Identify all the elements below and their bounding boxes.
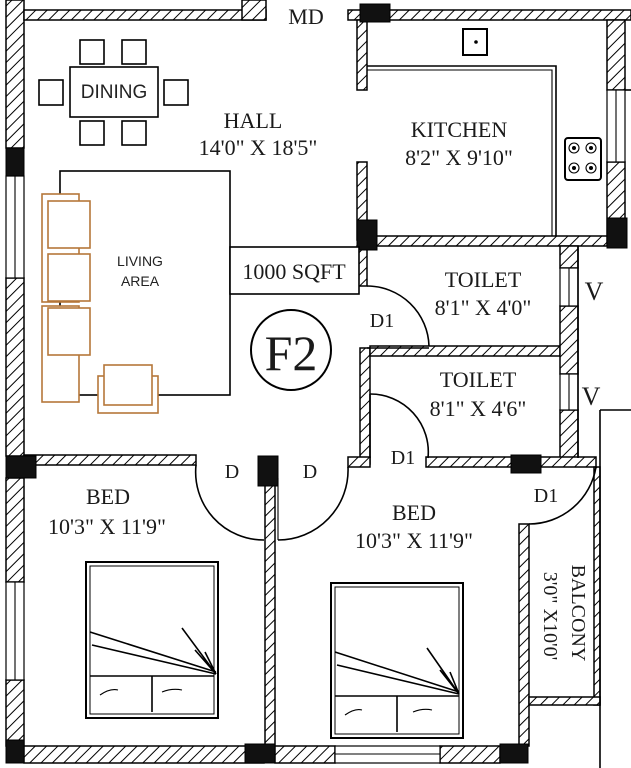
bed1-size: 10'3" X 11'9" (48, 514, 166, 539)
toilet2-name: TOILET (440, 367, 517, 392)
kitchen-fixtures (367, 28, 602, 236)
sofa-icon (41, 193, 159, 414)
balcony-size: 3'0" X10'0' (539, 572, 561, 660)
dining-label: DINING (81, 82, 148, 103)
living-area: LIVING AREA 1000 SQFT (41, 170, 360, 414)
living-label-line1: LIVING (117, 253, 163, 269)
area-label: 1000 SQFT (242, 259, 346, 284)
dining-table: DINING (38, 39, 189, 146)
balcony-name: BALCONY (567, 565, 589, 662)
living-label-line2: AREA (121, 273, 160, 289)
balcony-door-label: D1 (534, 485, 558, 507)
windows (5, 89, 631, 768)
bed2-door-label: D (303, 461, 317, 483)
toilet2-vent-label: V (582, 382, 601, 411)
room-labels: MD HALL 14'0" X 18'5" KITCHEN 8'2" X 9'1… (48, 4, 604, 661)
bed1-name: BED (86, 484, 130, 509)
toilet1-size: 8'1" X 4'0" (435, 295, 532, 320)
kitchen-size: 8'2" X 9'10" (405, 145, 513, 170)
bed2-size: 10'3" X 11'9" (355, 528, 473, 553)
main-door-label: MD (288, 4, 323, 29)
toilet1-door-label: D1 (370, 310, 394, 332)
unit-label: F2 (265, 325, 318, 381)
unit-tag: F2 (250, 309, 332, 391)
sink-icon (462, 28, 488, 56)
bed1-door-label: D (225, 461, 239, 483)
columns (5, 3, 628, 764)
toilet2-size: 8'1" X 4'6" (430, 396, 527, 421)
doors (194, 285, 597, 541)
toilet1-vent-label: V (585, 277, 604, 306)
bed-1 (85, 561, 219, 719)
walls (5, 0, 631, 764)
stove-icon (564, 137, 602, 181)
hall-name: HALL (224, 108, 283, 133)
hall-size: 14'0" X 18'5" (199, 135, 318, 160)
kitchen-name: KITCHEN (411, 117, 508, 142)
bed2-name: BED (392, 500, 436, 525)
toilet2-door-label: D1 (391, 447, 415, 469)
bed-2 (330, 582, 464, 739)
toilet1-name: TOILET (445, 267, 522, 292)
